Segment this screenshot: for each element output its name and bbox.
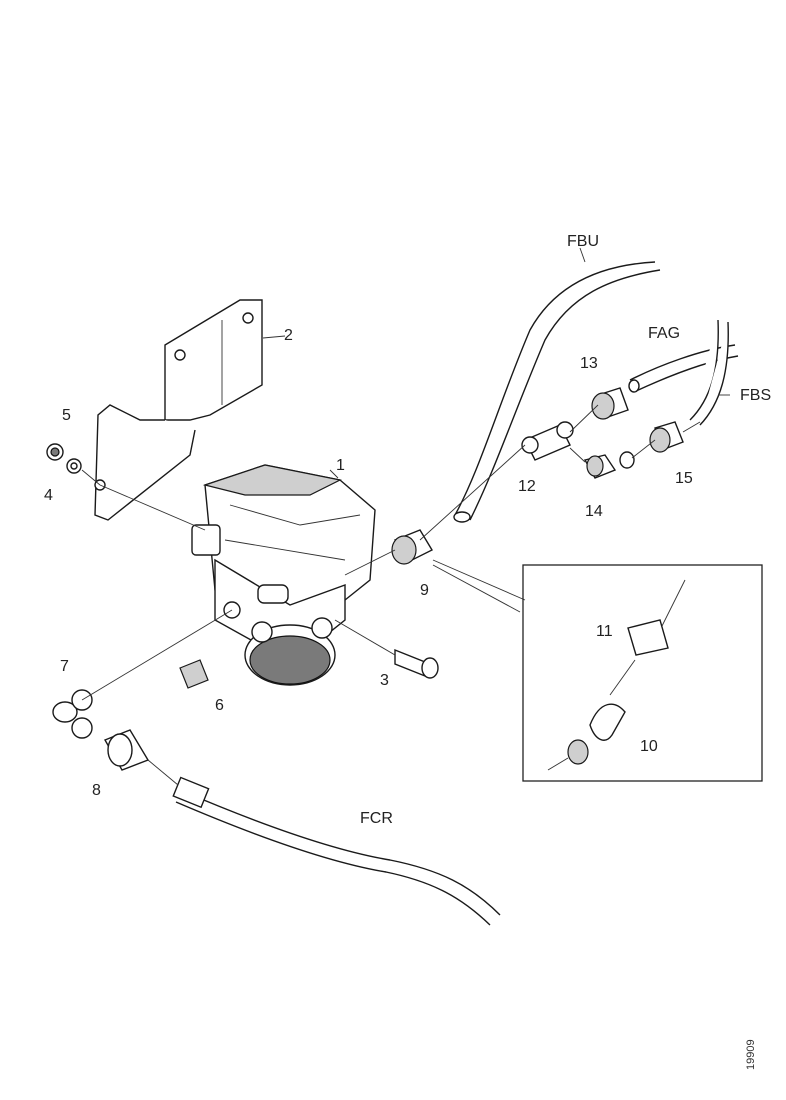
fitting-7 xyxy=(52,689,93,739)
callout-15: 15 xyxy=(675,470,693,487)
callouts: 1 2 3 4 5 6 7 8 9 10 11 12 13 14 15 xyxy=(44,327,693,799)
elbow-14 xyxy=(583,451,635,479)
callout-14: 14 xyxy=(585,503,603,520)
callout-4: 4 xyxy=(44,487,53,504)
bolt-3 xyxy=(394,648,439,679)
callout-13: 13 xyxy=(580,355,598,372)
callout-2: 2 xyxy=(284,327,293,344)
connector-13 xyxy=(591,379,640,420)
callout-8: 8 xyxy=(92,782,101,799)
leader-lines xyxy=(81,247,730,786)
reference-number: 19909 xyxy=(745,1039,757,1070)
callout-12: 12 xyxy=(518,478,536,495)
callout-1: 1 xyxy=(336,457,345,474)
callout-11: 11 xyxy=(596,623,613,640)
callout-3: 3 xyxy=(380,672,389,689)
bracket xyxy=(94,299,263,521)
hose-fbu xyxy=(453,261,661,523)
grommet-6 xyxy=(179,659,209,689)
code-fcr: FCR xyxy=(360,810,393,827)
detail-inset xyxy=(522,564,763,782)
code-fbs: FBS xyxy=(740,387,771,404)
hose-fbs xyxy=(689,319,729,426)
nut-5 xyxy=(46,443,64,461)
hose-fcr xyxy=(172,776,501,926)
callout-9: 9 xyxy=(420,582,429,599)
callout-6: 6 xyxy=(215,697,224,714)
connector-15 xyxy=(649,421,684,453)
code-fbu: FBU xyxy=(567,233,599,250)
callout-7: 7 xyxy=(60,658,69,675)
code-fag: FAG xyxy=(648,325,680,342)
valve-body xyxy=(191,464,376,686)
callout-10: 10 xyxy=(640,738,658,755)
washer-4 xyxy=(66,458,82,474)
callout-5: 5 xyxy=(62,407,71,424)
tee-fitting-12 xyxy=(521,421,574,461)
connector-8 xyxy=(103,729,150,771)
line-codes: FBU FAG FBS FCR xyxy=(360,233,771,827)
